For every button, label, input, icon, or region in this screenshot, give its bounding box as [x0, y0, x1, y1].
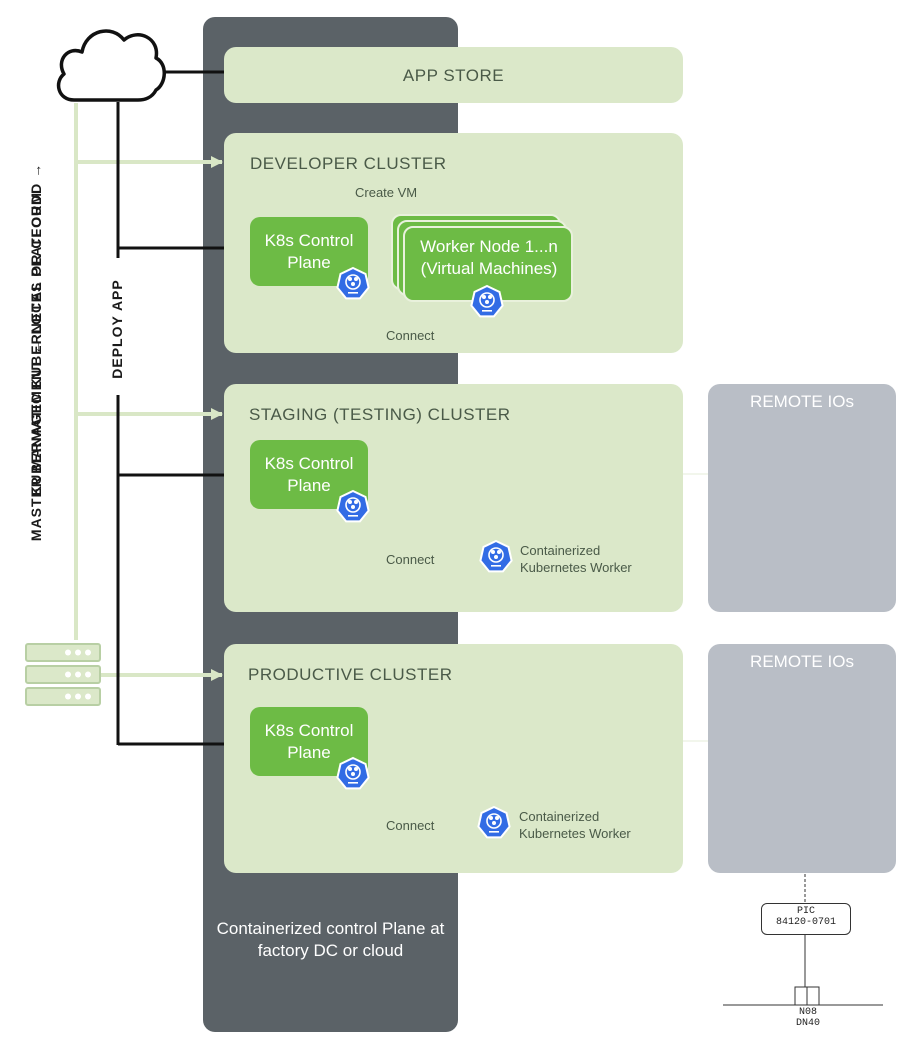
staging-worker-caption: Containerized Kubernetes Worker — [520, 543, 632, 575]
connect-label-dev: Connect — [383, 328, 438, 343]
remote-ios-title-2: REMOTE IOs — [750, 652, 854, 671]
staging-control-plane[interactable]: K8s Control Plane — [250, 440, 368, 509]
pillar-caption: Containerized control Plane at factory D… — [216, 919, 445, 960]
app-store-label: APP STORE — [402, 66, 505, 85]
control-plane-label: K8s Control Plane — [264, 720, 354, 762]
pipe-line2: DN40 — [795, 1018, 820, 1029]
remote-ios-panel-1[interactable] — [708, 384, 896, 612]
app-store-panel[interactable] — [224, 47, 683, 103]
platform-label-line2: MASTER MANAGEMENT ← LOCAL OR CLOUDD → — [28, 162, 44, 542]
pipe-tag: N08 DN40 — [778, 1007, 838, 1029]
worker-node-label: Worker Node 1...n (Virtual Machines) — [420, 237, 558, 278]
create-vm-label: Create VM — [352, 185, 421, 200]
productive-control-plane[interactable]: K8s Control Plane — [250, 707, 368, 776]
productive-worker-caption: Containerized Kubernetes Worker — [519, 809, 631, 841]
connect-label-productive: Connect — [383, 818, 438, 833]
developer-cluster-title: DEVELOPER CLUSTER — [250, 154, 447, 173]
pic-tag: PIC 84120-0701 — [761, 903, 851, 935]
cloud-icon — [56, 29, 166, 102]
pipe-line1: N08 — [798, 1007, 817, 1018]
staging-cluster-title: STAGING (TESTING) CLUSTER — [249, 405, 511, 424]
remote-ios-panel-2[interactable] — [708, 644, 896, 873]
connect-label-staging: Connect — [383, 552, 438, 567]
developer-control-plane[interactable]: K8s Control Plane — [250, 217, 368, 286]
pic-line1: PIC — [796, 906, 815, 917]
pic-line2: 84120-0701 — [775, 917, 836, 928]
deploy-app-label: DEPLOY APP — [109, 277, 127, 381]
remote-ios-title-1: REMOTE IOs — [750, 392, 854, 411]
control-plane-label: K8s Control Plane — [264, 453, 354, 495]
productive-cluster-title: PRODUCTIVE CLUSTER — [248, 665, 453, 684]
control-plane-label: K8s Control Plane — [264, 230, 354, 272]
server-rack-icon — [25, 643, 101, 706]
